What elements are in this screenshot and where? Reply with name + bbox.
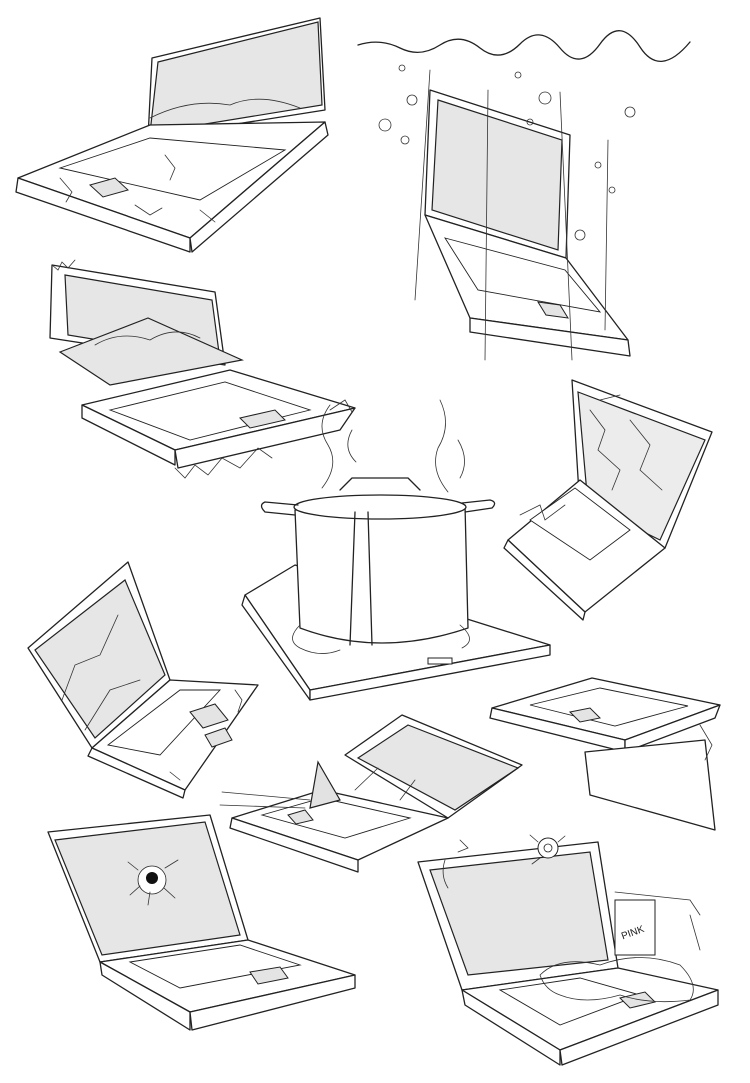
sinking-laptop	[357, 30, 691, 361]
bitten-laptop	[49, 259, 356, 479]
bullet-hole-laptop	[47, 814, 356, 1031]
shark-fin-laptop	[219, 714, 523, 873]
shattered-screen-laptop	[27, 561, 259, 799]
cracked-laptop	[15, 17, 329, 253]
folded-laptop	[503, 379, 713, 621]
cooking-pot-laptop	[241, 399, 551, 701]
broken-hinge-laptop	[489, 677, 721, 831]
melted-pink-laptop: PINK	[417, 834, 719, 1066]
